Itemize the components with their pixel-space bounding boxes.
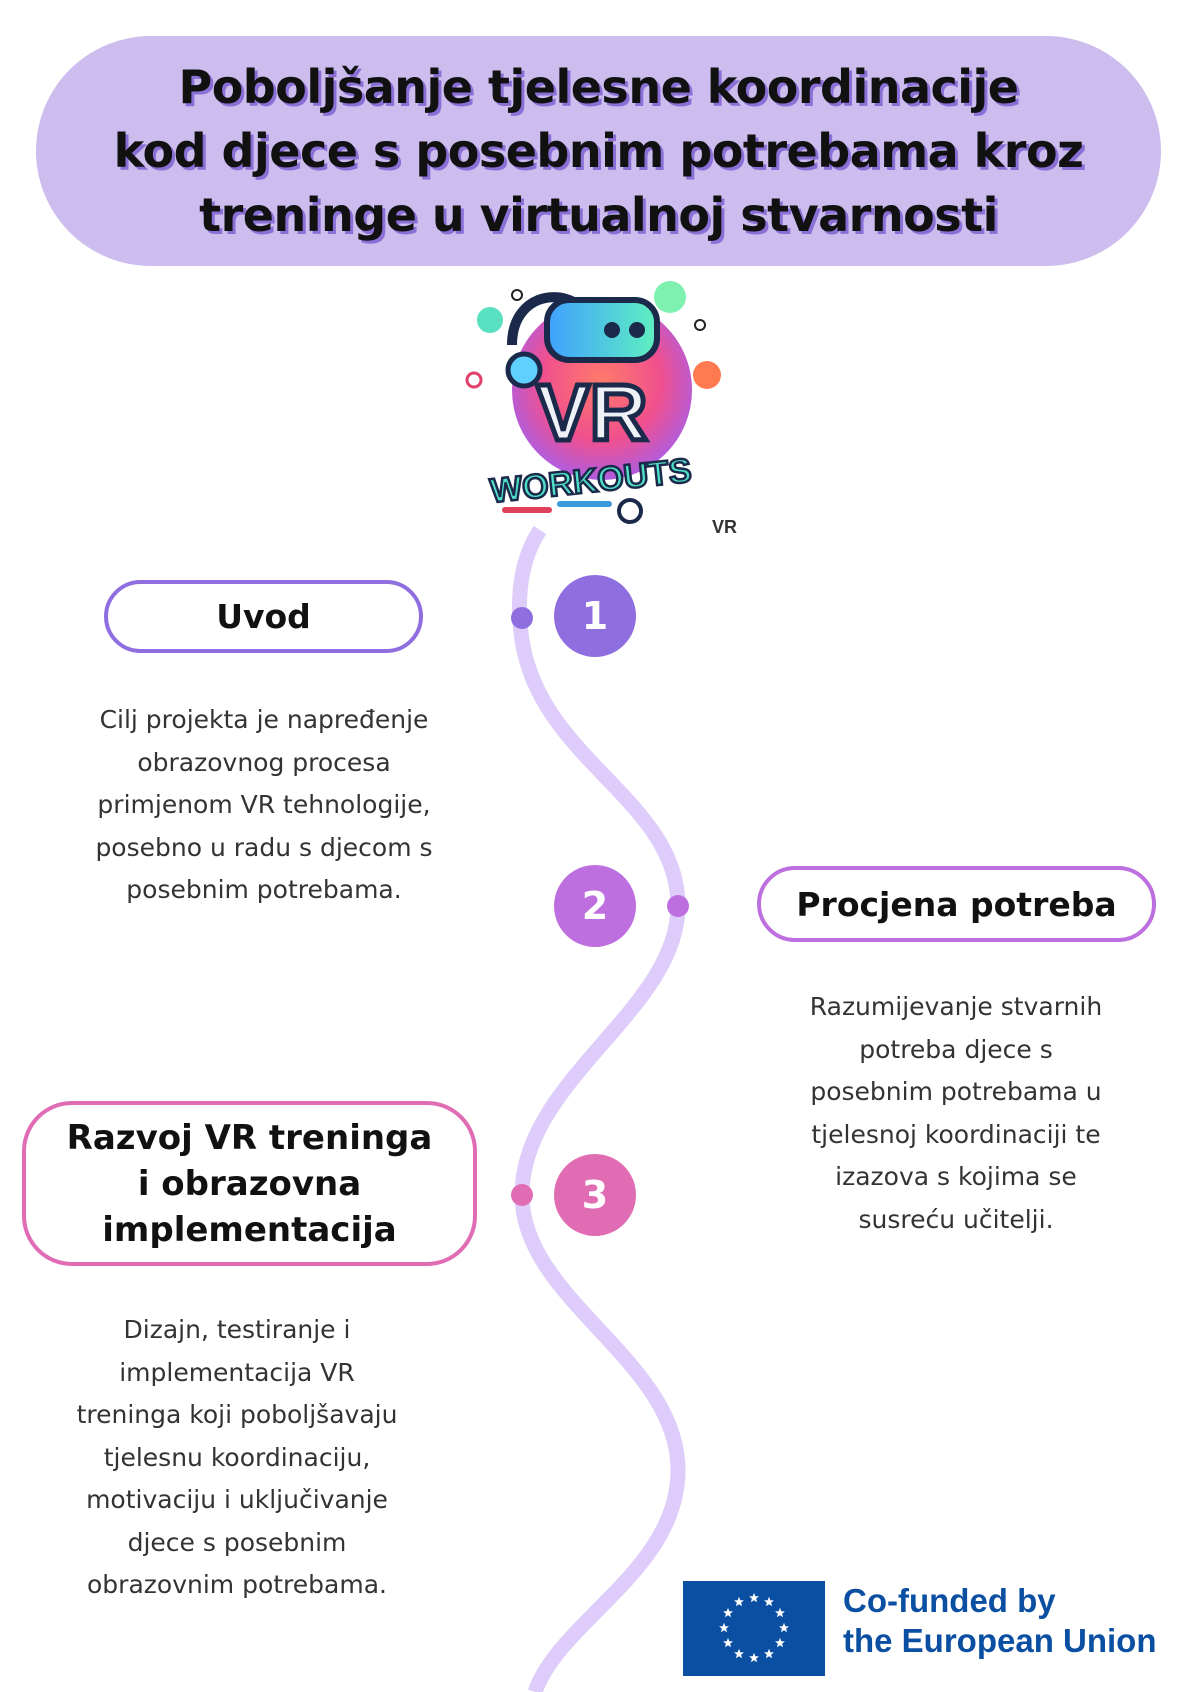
text-line: implementacija VR xyxy=(119,1357,355,1387)
eu-star-icon xyxy=(764,1648,774,1659)
step-title-box-uvod: Uvod xyxy=(104,580,423,653)
eu-star-icon xyxy=(723,1637,733,1648)
eu-star-icon xyxy=(749,1592,759,1603)
text-line: potreba djece s xyxy=(859,1034,1053,1064)
step-title-box-razvoj: Razvoj VR treninga i obrazovna implement… xyxy=(22,1101,477,1266)
step-description-1: Cilj projekta je napređenje obrazovnog p… xyxy=(44,699,484,912)
eu-star-icon xyxy=(775,1607,785,1618)
text-line: primjenom VR tehnologije, xyxy=(97,790,431,819)
text-line: posebnim potrebama. xyxy=(126,875,402,904)
text-line: tjelesnoj koordinaciji te xyxy=(811,1119,1101,1149)
text-line: posebnim potrebama u xyxy=(810,1077,1102,1106)
title-line: treninge u virtualnoj stvarnosti xyxy=(199,188,998,242)
text-line: treninga koji poboljšavaju xyxy=(76,1400,398,1429)
text-line: posebno u radu s djecom s xyxy=(95,832,433,862)
text-line: obrazovnog procesa xyxy=(137,747,391,777)
step-title: Uvod xyxy=(216,597,311,636)
timeline-dot-3 xyxy=(511,1184,533,1206)
eu-star-icon xyxy=(734,1648,744,1659)
step-title-box-procjena: Procjena potreba xyxy=(757,866,1156,942)
eu-star-icon xyxy=(723,1607,733,1618)
step-title-line: implementacija xyxy=(102,1209,397,1250)
eu-star-icon xyxy=(719,1622,729,1633)
logo-tag-text: VR xyxy=(712,517,737,537)
step-description-3: Dizajn, testiranje i implementacija VR t… xyxy=(17,1309,457,1607)
eu-flag-icon xyxy=(683,1581,825,1676)
timeline-dot-1 xyxy=(511,607,533,629)
timeline-dot-2 xyxy=(667,895,689,917)
vr-workouts-logo: VR WORKOUTS VR xyxy=(462,275,752,540)
title-line: kod djece s posebnim potrebama kroz xyxy=(113,124,1084,178)
text-line: obrazovnim potrebama. xyxy=(87,1570,387,1599)
footer-line: the European Union xyxy=(843,1622,1157,1659)
text-line: tjelesnu koordinaciju, xyxy=(103,1442,371,1472)
text-line: susreću učitelji. xyxy=(858,1204,1054,1234)
text-line: Cilj projekta je napređenje xyxy=(99,705,429,734)
eu-star-icon xyxy=(749,1652,759,1663)
title-banner: Poboljšanje tjelesne koordinacije kod dj… xyxy=(36,36,1161,266)
step-number-badge-1: 1 xyxy=(554,575,636,657)
step-title-line: Razvoj VR treninga xyxy=(66,1117,433,1158)
text-line: Dizajn, testiranje i xyxy=(123,1315,351,1344)
vr-headset-icon: VR WORKOUTS VR xyxy=(465,281,737,537)
eu-star-icon xyxy=(775,1637,785,1648)
text-line: Razumijevanje stvarnih xyxy=(809,992,1103,1021)
eu-star-icon xyxy=(764,1596,774,1607)
eu-star-icon xyxy=(779,1622,789,1633)
logo-main-text: VR xyxy=(536,368,647,457)
step-number-badge-2: 2 xyxy=(554,865,636,947)
step-title-line: i obrazovna xyxy=(137,1163,362,1204)
text-line: djece s posebnim xyxy=(127,1527,347,1557)
eu-star-icon xyxy=(734,1596,744,1607)
text-line: izazova s kojima se xyxy=(835,1162,1077,1191)
step-number-badge-3: 3 xyxy=(554,1154,636,1236)
eu-cofunded-label: Co-funded by the European Union xyxy=(843,1581,1157,1661)
text-line: motivaciju i uključivanje xyxy=(86,1485,388,1514)
step-description-2: Razumijevanje stvarnih potreba djece s p… xyxy=(736,986,1176,1241)
title-line: Poboljšanje tjelesne koordinacije xyxy=(178,60,1019,114)
footer-line: Co-funded by xyxy=(843,1582,1056,1619)
step-title: Procjena potreba xyxy=(796,884,1117,924)
